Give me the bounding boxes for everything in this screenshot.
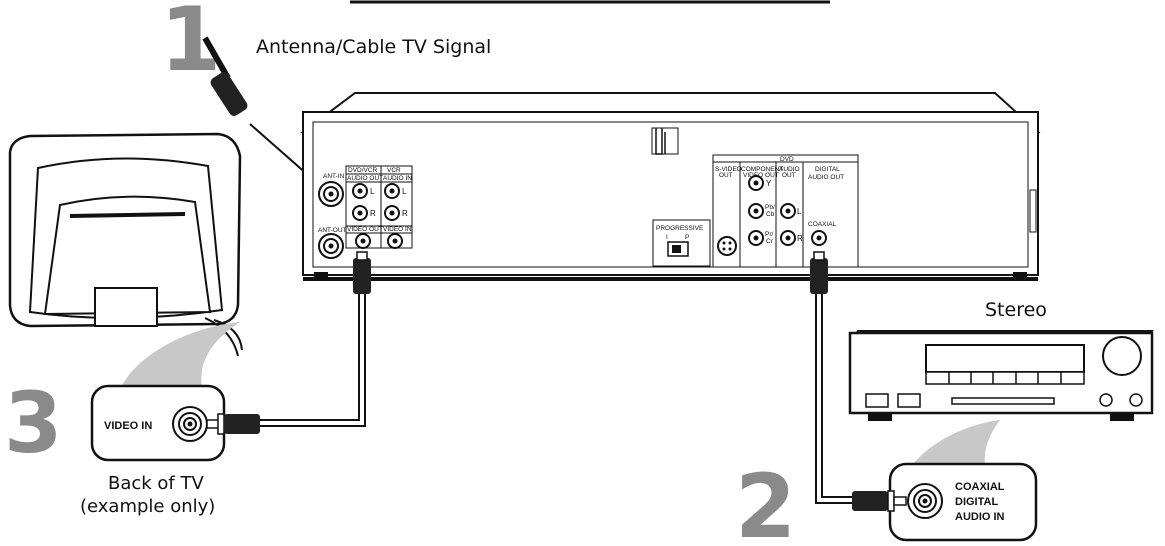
stereo-rca-plug [852, 490, 907, 512]
dvd-output-panel: DVD S-VIDEO OUT COMPONENT VIDEO OUT AUDI… [712, 154, 859, 268]
coaxial-in-line-1: COAXIAL [955, 481, 1005, 493]
coaxial-in-line-2: DIGITAL [955, 496, 998, 508]
ant-out-jack [318, 233, 344, 259]
dvd-vcr-header: DVD/VCR [348, 167, 378, 174]
dvd-audio-l-label: L [797, 207, 802, 216]
step-number-2: 2 [735, 455, 796, 546]
dvd-header: DVD [780, 156, 794, 163]
component-pb-label: Pb/ [765, 204, 775, 211]
tv-video-in-jack [172, 406, 208, 442]
dvd-audio-r-label: R [797, 234, 803, 243]
back-of-tv-label: Back of TV [108, 473, 204, 494]
coaxial-cable-plug [810, 251, 828, 294]
audio-out-r-jack: R [352, 205, 376, 221]
audio-in-l-label: L [402, 187, 407, 196]
stereo-receiver [848, 330, 1154, 421]
progressive-i-label: I [666, 234, 668, 241]
progressive-p-label: P [685, 234, 689, 241]
antenna-signal-label: Antenna/Cable TV Signal [256, 36, 491, 58]
component-pr-label: Pr/ [765, 231, 774, 238]
digital-header-1: DIGITAL [815, 166, 840, 173]
stereo-coaxial-in-panel: COAXIAL DIGITAL AUDIO IN [888, 462, 1038, 542]
tv-video-in-label: VIDEO IN [104, 420, 152, 432]
audio-out-l-label: L [370, 187, 375, 196]
stereo-coaxial-in-jack [907, 483, 943, 519]
tv-back [8, 132, 243, 357]
s-video-jack [717, 236, 737, 256]
video-in-jack [387, 233, 403, 249]
video-out-header: VIDEO OUT [347, 226, 383, 233]
tv-callout-shadow [118, 322, 240, 400]
ant-in-jack [318, 181, 344, 207]
audio-header-2: OUT [782, 172, 796, 179]
component-header-2: VIDEO OUT [743, 172, 779, 179]
component-pb-jack: Pb/ Cb [748, 203, 775, 219]
coaxial-in-line-3: AUDIO IN [955, 511, 1005, 523]
ant-in-label: ANT-IN [323, 173, 345, 180]
audio-in-r-jack: R [384, 205, 408, 221]
stereo-label: Stereo [985, 299, 1047, 321]
step-number-3: 3 [4, 374, 62, 472]
tv-rca-plug [206, 413, 260, 435]
audio-in-header: AUDIO IN [383, 175, 412, 182]
audio-out-header: AUDIO OUT [347, 175, 383, 182]
s-video-header-1: S-VIDEO [715, 166, 742, 173]
component-pr-jack: Pr/ Cr [748, 230, 774, 246]
component-cr-label: Cr [766, 238, 774, 245]
video-cable [258, 294, 366, 427]
audio-in-l-jack: L [384, 183, 407, 199]
component-y-jack: Y [748, 175, 772, 191]
dvd-audio-l-jack: L [780, 203, 802, 219]
power-cord-clip [651, 127, 679, 155]
audio-header-1: AUDIO [779, 166, 800, 173]
component-cb-label: Cb [766, 211, 775, 218]
video-in-header: VIDEO IN [383, 226, 412, 233]
coaxial-out-label: COAXIAL [808, 221, 837, 228]
component-y-label: Y [766, 179, 772, 188]
progressive-label: PROGRESSIVE [656, 225, 704, 232]
component-header-1: COMPONENT [741, 166, 783, 173]
example-only-label: (example only) [80, 496, 215, 517]
progressive-switch: PROGRESSIVE I P [652, 219, 711, 267]
audio-out-l-jack: L [352, 183, 375, 199]
volume-knob [1102, 336, 1142, 376]
dvd-audio-r-jack: R [780, 230, 803, 246]
vcr-header: VCR [387, 167, 401, 174]
audio-out-r-label: R [370, 209, 376, 218]
ant-out-label: ANT-OUT [318, 227, 347, 234]
digital-header-2: AUDIO OUT [808, 174, 844, 181]
video-cable-plug [353, 251, 371, 294]
coaxial-out-jack [811, 230, 827, 246]
av-jack-panel: DVD/VCR VCR AUDIO OUT AUDIO IN VIDEO OUT… [318, 165, 413, 259]
video-out-jack [355, 233, 371, 249]
tv-video-in-panel: VIDEO IN [90, 384, 226, 462]
s-video-header-2: OUT [719, 172, 733, 179]
audio-in-r-label: R [402, 209, 408, 218]
